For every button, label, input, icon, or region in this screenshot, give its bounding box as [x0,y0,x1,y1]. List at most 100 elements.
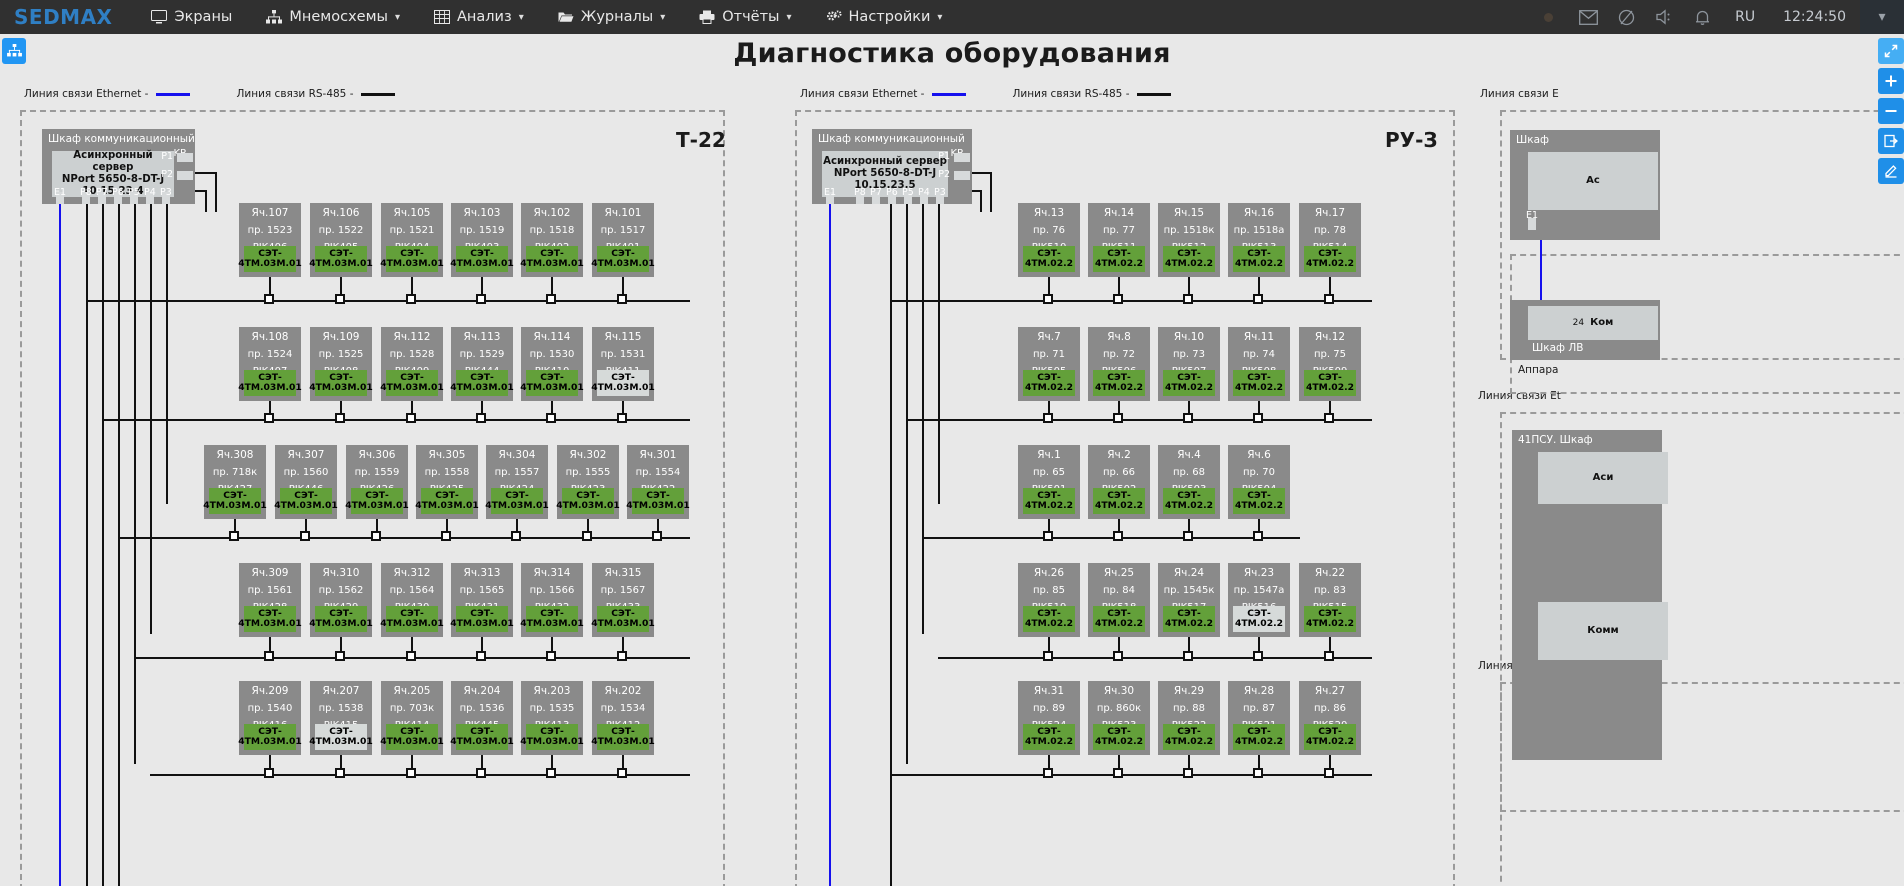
device-status-badge[interactable]: СЭТ-4ТМ.03М.01 [520,370,584,396]
nav-item-mnemoschemes[interactable]: Мнемосхемы ▾ [249,0,417,34]
device-status-badge[interactable]: СЭТ-4ТМ.03М.01 [520,724,584,750]
bus-node[interactable] [300,531,310,541]
device-status-badge[interactable]: СЭТ-4ТМ.02.2 [1023,246,1075,272]
device-status-badge[interactable]: СЭТ-4ТМ.02.2 [1304,724,1356,750]
device-status-badge[interactable]: СЭТ-4ТМ.03М.01 [450,370,514,396]
bus-node[interactable] [1324,768,1334,778]
bus-node[interactable] [264,768,274,778]
speaker-icon[interactable] [1645,0,1683,34]
bus-node[interactable] [371,531,381,541]
bus-node[interactable] [1113,651,1123,661]
cabinet-port-p1[interactable] [954,153,970,162]
bus-node[interactable] [1253,651,1263,661]
bus-node[interactable] [335,294,345,304]
bell-icon[interactable] [1683,0,1721,34]
bus-node[interactable] [1253,768,1263,778]
bus-node[interactable] [617,294,627,304]
device-status-badge[interactable]: СЭТ-4ТМ.02.2 [1233,606,1285,632]
device-status-badge[interactable]: СЭТ-4ТМ.02.2 [1093,606,1145,632]
device-status-badge[interactable]: СЭТ-4ТМ.02.2 [1304,246,1356,272]
cabinet-stub-p4[interactable] [920,192,928,204]
cabinet-psu-partial[interactable]: 41ПСУ. Шкаф Аси Комм [1512,430,1668,760]
bus-node[interactable] [1043,531,1053,541]
nav-item-analysis[interactable]: Анализ ▾ [417,0,541,34]
device-status-badge[interactable]: СЭТ-4ТМ.03М.01 [556,488,620,514]
device-status-badge[interactable]: СЭТ-4ТМ.02.2 [1093,370,1145,396]
zone-right-top[interactable] [1500,110,1904,360]
cabinet-stub-p7[interactable] [98,192,106,204]
bus-node[interactable] [476,294,486,304]
cabinet-port-p2[interactable] [177,171,193,180]
cabinet-stub-p5[interactable] [904,192,912,204]
device-status-badge[interactable]: СЭТ-4ТМ.03М.01 [380,246,444,272]
device-status-badge[interactable]: СЭТ-4ТМ.02.2 [1233,370,1285,396]
device-status-badge[interactable]: СЭТ-4ТМ.02.2 [1163,724,1215,750]
bus-node[interactable] [546,294,556,304]
bus-node[interactable] [406,651,416,661]
bus-node[interactable] [1043,768,1053,778]
expand-icon[interactable] [1878,38,1904,64]
device-status-badge[interactable]: СЭТ-4ТМ.03М.01 [591,370,655,396]
bus-node[interactable] [1183,294,1193,304]
bus-node[interactable] [335,651,345,661]
device-status-badge[interactable]: СЭТ-4ТМ.03М.01 [238,724,302,750]
cabinet-stub-e1[interactable] [56,192,64,204]
device-status-badge[interactable]: СЭТ-4ТМ.03М.01 [380,606,444,632]
device-status-badge[interactable]: СЭТ-4ТМ.03М.01 [485,488,549,514]
device-status-badge[interactable]: СЭТ-4ТМ.02.2 [1023,370,1075,396]
bus-node[interactable] [1113,531,1123,541]
nav-item-settings[interactable]: Настройки ▾ [809,0,960,34]
device-status-badge[interactable]: СЭТ-4ТМ.03М.01 [309,246,373,272]
bus-node[interactable] [546,768,556,778]
bus-node[interactable] [476,651,486,661]
device-status-badge[interactable]: СЭТ-4ТМ.03М.01 [520,606,584,632]
device-status-badge[interactable]: СЭТ-4ТМ.03М.01 [380,370,444,396]
device-cell[interactable]: Яч.6пр. 70PIK504СЭТ-4ТМ.02.2 [1228,445,1290,519]
bus-node[interactable] [1043,294,1053,304]
bus-node[interactable] [1253,531,1263,541]
mnemoscheme-toggle-button[interactable] [2,38,26,64]
cabinet-stub-e1[interactable] [826,192,834,204]
bus-node[interactable] [617,413,627,423]
bus-node[interactable] [264,294,274,304]
device-status-badge[interactable]: СЭТ-4ТМ.03М.01 [450,724,514,750]
device-status-badge[interactable]: СЭТ-4ТМ.03М.01 [345,488,409,514]
bus-node[interactable] [1253,413,1263,423]
bus-node[interactable] [1183,651,1193,661]
bus-node[interactable] [406,294,416,304]
bus-node[interactable] [1043,651,1053,661]
cabinet-stub-p5[interactable] [130,192,138,204]
device-status-badge[interactable]: СЭТ-4ТМ.03М.01 [520,246,584,272]
cabinet-stub-p3[interactable] [162,192,170,204]
device-cell[interactable]: Яч.1пр. 65PIK501СЭТ-4ТМ.02.2 [1018,445,1080,519]
device-status-badge[interactable]: СЭТ-4ТМ.02.2 [1163,370,1215,396]
cabinet-right-partial[interactable]: Шкаф Ас E1 [1510,130,1660,240]
device-status-badge[interactable]: СЭТ-4ТМ.03М.01 [591,724,655,750]
device-status-badge[interactable]: СЭТ-4ТМ.03М.01 [238,370,302,396]
mnemoscheme-canvas[interactable]: Линия связи Ethernet - Линия связи RS-48… [0,72,1904,886]
cabinet-ru3[interactable]: Шкаф коммуникационный KR Асинхронный сер… [812,129,972,204]
bus-node[interactable] [476,768,486,778]
bus-node[interactable] [264,651,274,661]
